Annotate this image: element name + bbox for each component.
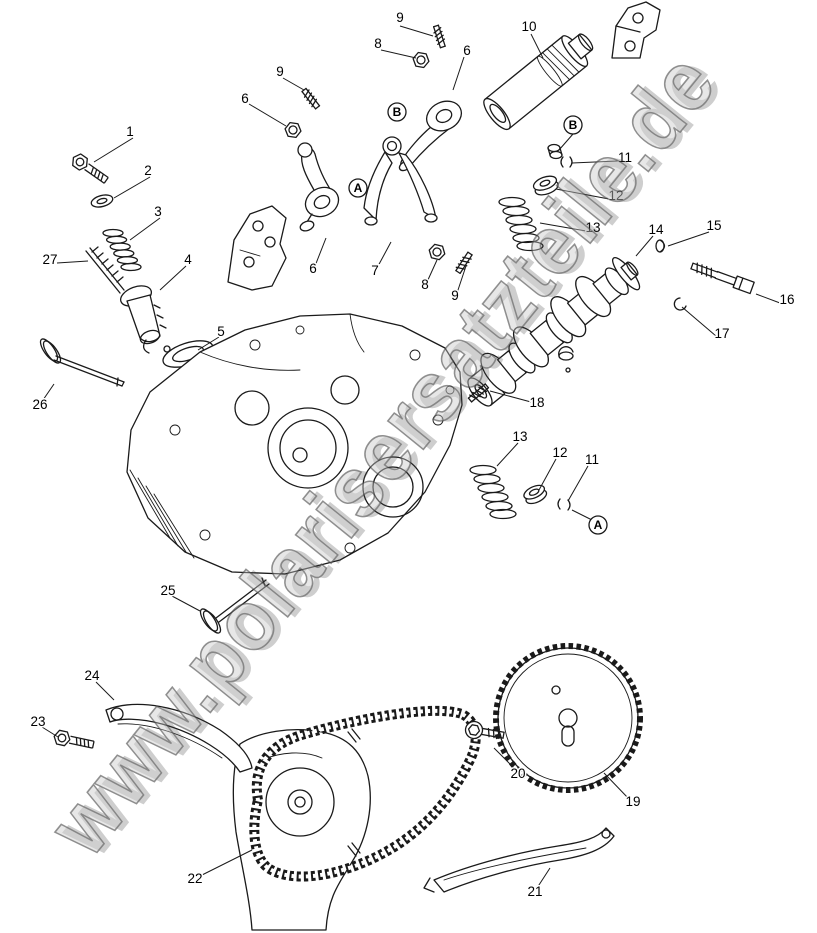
callout-19: 19 (625, 794, 640, 809)
callout-9c: 9 (451, 288, 459, 303)
callout-labels: 9 8 6 10 9 6 1 2 3 27 4 5 26 11 12 13 14… (29, 9, 796, 901)
ref-letter-b2-label: B (569, 118, 578, 132)
callout-16: 16 (779, 292, 794, 307)
part-sprocket-19 (493, 643, 643, 793)
callout-6c: 6 (309, 261, 317, 276)
part-chain-guide-24 (105, 703, 253, 773)
callout-6b: 6 (241, 91, 249, 106)
ref-letter-a2: A (588, 515, 608, 535)
callout-5: 5 (217, 324, 225, 339)
callout-13b: 13 (512, 429, 527, 444)
callout-21: 21 (527, 884, 542, 899)
part-bolt-1 (68, 151, 111, 187)
callout-13a: 13 (585, 220, 600, 235)
part-camshaft-10 (483, 33, 594, 131)
callout-1: 1 (126, 124, 134, 139)
part-screw-9a (431, 24, 448, 49)
callout-14: 14 (648, 222, 664, 237)
part-bracket-top-right (611, 1, 661, 59)
callout-7: 7 (371, 263, 379, 278)
ref-letter-b2: B (563, 115, 583, 135)
callout-9b: 9 (276, 64, 284, 79)
part-plug-15 (655, 239, 666, 253)
callout-24: 24 (84, 668, 100, 683)
ref-letter-a2-label: A (594, 518, 603, 532)
callout-25: 25 (160, 583, 175, 598)
part-bracket-center (227, 205, 287, 291)
part-valve-26 (39, 338, 125, 387)
callout-11a: 11 (618, 150, 632, 165)
callout-4: 4 (184, 252, 192, 267)
part-bolt-20 (464, 720, 505, 740)
callout-10: 10 (521, 19, 536, 34)
callout-6a: 6 (463, 43, 471, 58)
part-retainer-12b (523, 484, 548, 505)
part-rocker-arm-center-7 (363, 136, 438, 226)
part-valve-25 (199, 577, 270, 634)
part-tensioner-blade-21 (423, 827, 615, 893)
callout-23: 23 (30, 714, 45, 729)
callout-22: 22 (187, 871, 202, 886)
part-dome (558, 346, 574, 373)
part-washer-2 (90, 194, 114, 208)
part-retainer-12a (532, 175, 559, 196)
callout-17: 17 (714, 326, 729, 341)
ref-letter-a1-label: A (354, 181, 363, 195)
callout-18: 18 (529, 395, 544, 410)
part-clip-17 (673, 297, 687, 311)
ref-letter-b1: B (387, 102, 407, 122)
callout-9a: 9 (396, 10, 404, 25)
callout-8a: 8 (374, 36, 382, 51)
part-nut-8a (411, 51, 431, 69)
callout-8b: 8 (421, 277, 429, 292)
ref-letter-b1-label: B (393, 105, 402, 119)
part-spring-3 (102, 228, 142, 272)
part-tensioner-4 (120, 285, 167, 354)
callout-20: 20 (510, 766, 525, 781)
part-spring-13a (498, 196, 544, 252)
part-rocker-arm-left (297, 142, 340, 232)
callout-2: 2 (144, 163, 152, 178)
callout-11b: 11 (585, 452, 599, 467)
part-tappet-b (547, 143, 563, 160)
part-nut-8b (426, 242, 448, 262)
part-camshaft-14 (467, 257, 641, 407)
part-keepers-11a (560, 156, 573, 168)
part-spring-13b (469, 464, 517, 520)
callout-3: 3 (154, 204, 162, 219)
callout-26: 26 (32, 397, 47, 412)
part-timing-chain-22 (249, 705, 481, 882)
part-stud-27 (85, 246, 125, 294)
callout-27: 27 (42, 252, 57, 267)
callout-12b: 12 (552, 445, 567, 460)
part-nut-6b (283, 121, 303, 139)
part-cylinder-head (126, 313, 463, 575)
callout-15: 15 (706, 218, 721, 233)
ref-letter-a1: A (348, 178, 368, 198)
part-stud-9b (300, 86, 322, 111)
callout-12a: 12 (608, 188, 623, 203)
part-bolt-16 (690, 262, 755, 295)
